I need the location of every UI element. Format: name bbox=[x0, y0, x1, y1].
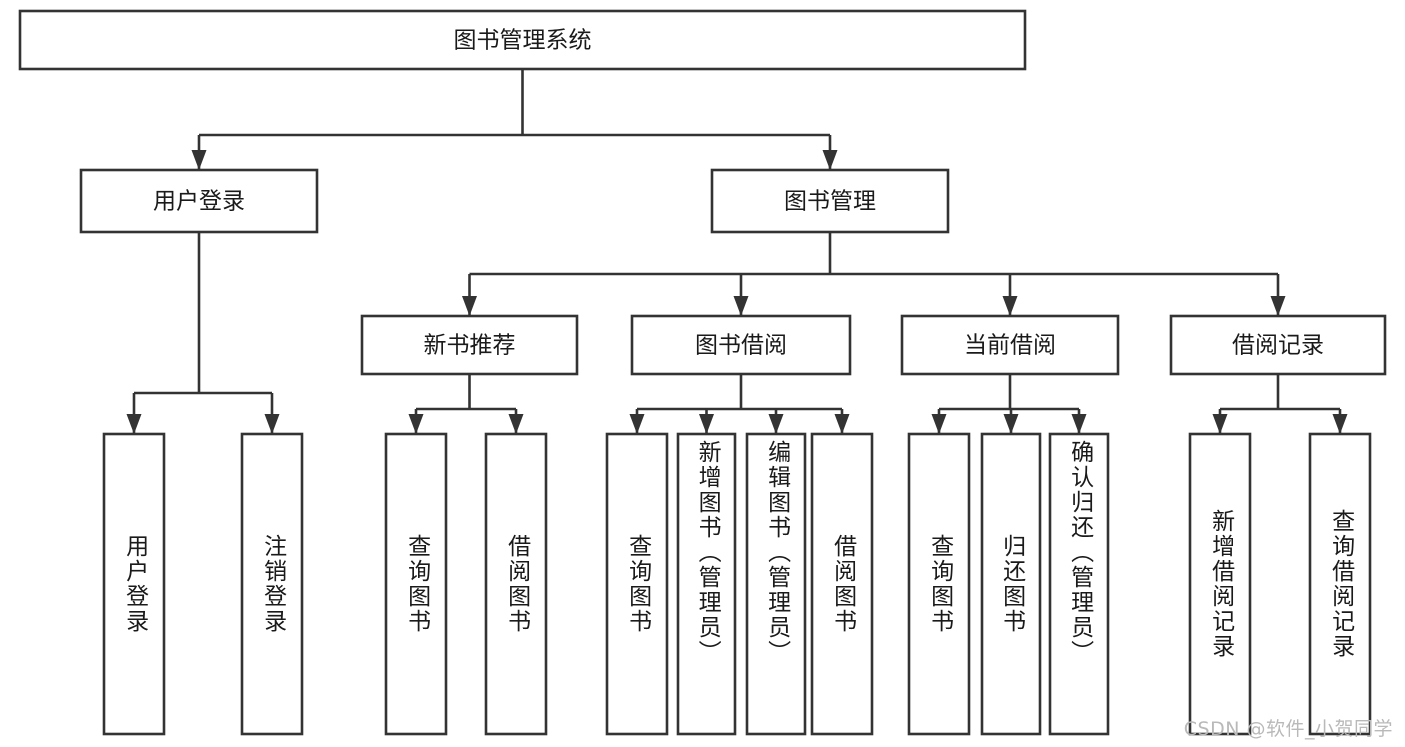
arrow-head-icon bbox=[408, 414, 424, 434]
boxes-layer bbox=[18, 9, 1387, 736]
node-box-leaf-10[interactable] bbox=[1048, 432, 1110, 736]
arrow-head-icon bbox=[1071, 414, 1087, 434]
arrow-head-icon bbox=[733, 296, 749, 316]
node-box-level2-3[interactable] bbox=[1169, 314, 1387, 376]
arrow-head-icon bbox=[834, 414, 850, 434]
arrow-head-icon bbox=[264, 414, 280, 434]
watermark: CSDN @软件_小贺同学 bbox=[1183, 718, 1393, 740]
arrow-head-icon bbox=[191, 150, 207, 170]
connections-layer bbox=[126, 69, 1348, 434]
arrow-head-icon bbox=[462, 296, 477, 316]
node-box-level1-1[interactable] bbox=[710, 168, 950, 234]
arrow-head-icon bbox=[1212, 414, 1228, 434]
arrow-head-icon bbox=[1270, 296, 1286, 316]
arrow-head-icon bbox=[1002, 296, 1018, 316]
node-box-leaf-11[interactable] bbox=[1188, 432, 1252, 736]
arrow-head-icon bbox=[822, 150, 838, 170]
node-box-leaf-6[interactable] bbox=[745, 432, 807, 736]
node-label-level2-1: 图书借阅 bbox=[695, 333, 787, 359]
arrow-head-icon bbox=[1332, 414, 1348, 434]
node-box-level2-0[interactable] bbox=[360, 314, 579, 376]
node-box-leaf-2[interactable] bbox=[384, 432, 448, 736]
node-box-root[interactable] bbox=[18, 9, 1027, 71]
node-box-leaf-5[interactable] bbox=[676, 432, 737, 736]
arrow-head-icon bbox=[768, 414, 784, 434]
node-label-level2-3: 借阅记录 bbox=[1232, 333, 1324, 359]
node-box-leaf-9[interactable] bbox=[980, 432, 1042, 736]
node-box-level1-0[interactable] bbox=[79, 168, 319, 234]
node-box-leaf-12[interactable] bbox=[1308, 432, 1372, 736]
node-box-level2-1[interactable] bbox=[630, 314, 852, 376]
node-label-level1-1: 图书管理 bbox=[784, 189, 876, 215]
node-label-level2-2: 当前借阅 bbox=[964, 333, 1056, 359]
node-label-level2-0: 新书推荐 bbox=[424, 333, 516, 359]
node-box-leaf-7[interactable] bbox=[810, 432, 874, 736]
node-box-leaf-3[interactable] bbox=[484, 432, 548, 736]
node-box-level2-2[interactable] bbox=[900, 314, 1120, 376]
node-label-root: 图书管理系统 bbox=[454, 28, 592, 54]
arrow-head-icon bbox=[1003, 414, 1019, 434]
node-box-leaf-8[interactable] bbox=[907, 432, 971, 736]
node-box-leaf-1[interactable] bbox=[240, 432, 304, 736]
arrow-head-icon bbox=[629, 414, 645, 434]
arrow-head-icon bbox=[931, 414, 947, 434]
node-box-leaf-0[interactable] bbox=[102, 432, 166, 736]
arrow-head-icon bbox=[126, 414, 142, 434]
arrow-head-icon bbox=[508, 414, 524, 434]
node-box-leaf-4[interactable] bbox=[605, 432, 669, 736]
arrow-head-icon bbox=[699, 414, 714, 434]
node-label-level1-0: 用户登录 bbox=[153, 189, 245, 215]
